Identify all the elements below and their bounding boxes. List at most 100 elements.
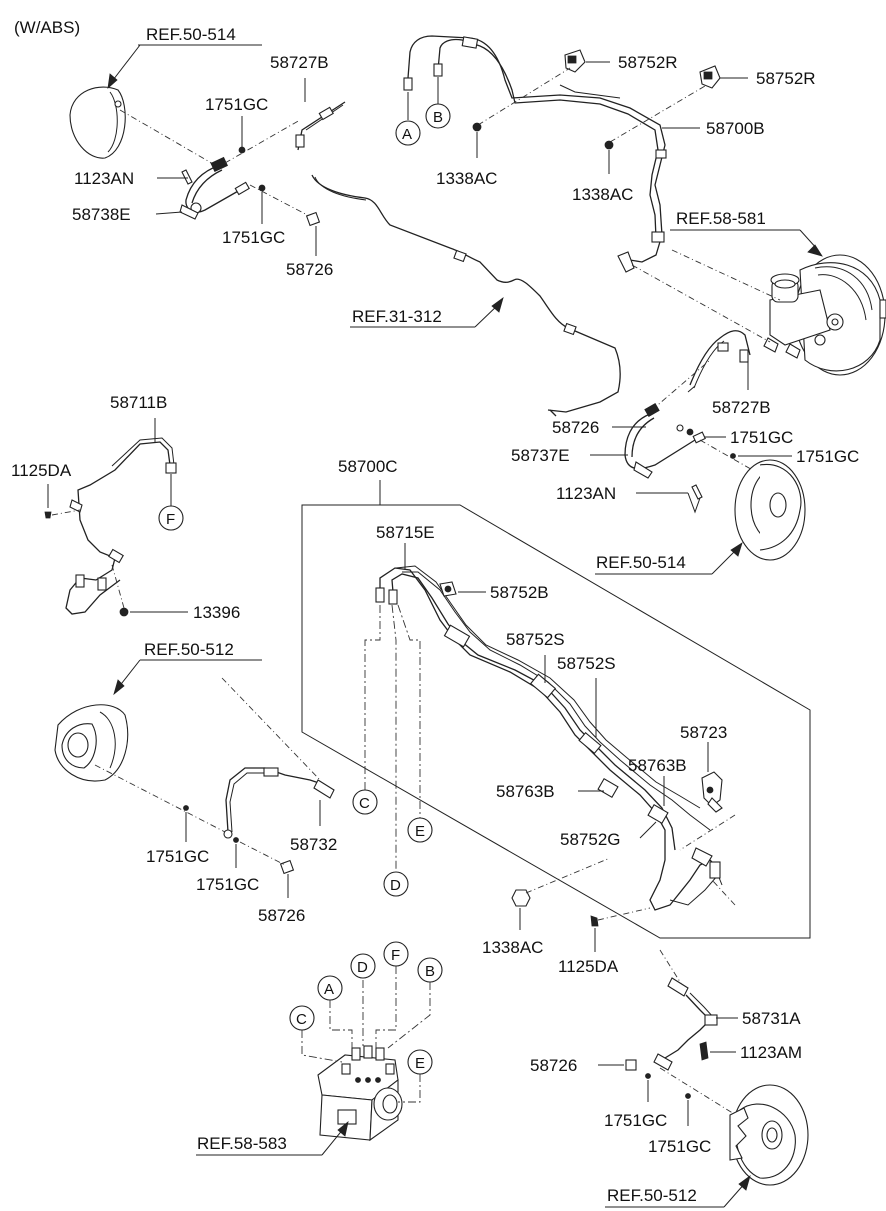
ref-50-512-bottom-label: REF.50-512 (607, 1186, 697, 1205)
connector-d-mid (383, 871, 409, 897)
p1751gc-g-label: 1751GC (604, 1111, 667, 1130)
p1338ac-c-label: 1338AC (482, 938, 543, 957)
rear-left-brake-hose-58732 (183, 767, 335, 875)
p1338ac-b-label: 1338AC (572, 185, 633, 204)
p1751gc-h-label: 1751GC (648, 1137, 711, 1156)
p58763b-b-label: 58763B (628, 756, 687, 775)
connector-e-mid (407, 817, 433, 843)
p58726-d-label: 58726 (530, 1056, 577, 1075)
p58727b-top-label: 58727B (270, 53, 329, 72)
bolt-1125da-left-icon (44, 511, 52, 519)
connector-b-bottom (417, 957, 443, 983)
brake-pipe-bundle-58700c (375, 565, 723, 911)
p58752g-label: 58752G (560, 830, 621, 849)
front-right-brake-pipe-end (687, 330, 751, 393)
connector-c-mid (352, 789, 378, 815)
connector-d-bottom (350, 953, 376, 979)
connector-f-bottom-letter: F (391, 947, 400, 964)
rear-left-brake-backing-plate (54, 704, 129, 782)
connector-d-mid-letter: D (390, 877, 401, 894)
p1751gc-e-label: 1751GC (146, 847, 209, 866)
washer-1751gc-d (730, 453, 736, 459)
p58726-b-label: 58726 (552, 418, 599, 437)
connector-f-left-letter: F (166, 511, 175, 528)
connector-b-top (425, 103, 451, 129)
connector-e-bottom (407, 1049, 433, 1075)
front-left-brake-hose (179, 146, 266, 220)
nut-1338ac-c (511, 889, 531, 907)
connector-e-bottom-letter: E (415, 1055, 425, 1072)
p58752s-a-label: 58752S (506, 630, 565, 649)
connector-a-top (395, 120, 421, 146)
p1751gc-c-label: 1751GC (730, 428, 793, 447)
pipe-clip-58752b (439, 581, 457, 597)
p1123an-left-label: 1123AN (74, 169, 134, 188)
ref-50-514-right-label: REF.50-514 (596, 553, 686, 572)
p58727b-right-label: 58727B (712, 398, 771, 417)
connector-f-bottom (383, 941, 409, 967)
p58715e-label: 58715E (376, 523, 435, 542)
connector-a-bottom (317, 975, 343, 1001)
bolt-1125da-right-icon (590, 915, 599, 927)
connector-f-left (158, 505, 184, 531)
connector-c-bottom-letter: C (296, 1011, 307, 1028)
p58700b-label: 58700B (706, 119, 765, 138)
p58738e-label: 58738E (72, 205, 131, 224)
ref-58-581-label: REF.58-581 (676, 209, 766, 228)
brake-pipe-front-to-rear (295, 101, 621, 417)
p58700c-label: 58700C (338, 457, 398, 476)
connector-b-top-letter: B (433, 109, 443, 126)
connector-d-bottom-letter: D (357, 959, 368, 976)
p58732-label: 58732 (290, 835, 337, 854)
rear-brake-pipe-58711b (65, 437, 177, 615)
p58752r-b-label: 58752R (756, 69, 816, 88)
ref-50-514-top-label: REF.50-514 (146, 25, 236, 44)
ref-50-512-left-label: REF.50-512 (144, 640, 234, 659)
nut-1338ac-b (604, 140, 614, 150)
p58752s-b-label: 58752S (557, 654, 616, 673)
p58737e-label: 58737E (511, 446, 570, 465)
connector-e-mid-letter: E (415, 823, 425, 840)
p1751gc-a-label: 1751GC (205, 95, 268, 114)
p1751gc-b-label: 1751GC (222, 228, 285, 247)
p1123am-label: 1123AM (740, 1043, 802, 1062)
p1751gc-d-label: 1751GC (796, 447, 859, 466)
master-cylinder-brake-pipes (403, 35, 667, 273)
p58763b-a-label: 58763B (496, 782, 555, 801)
connector-c-mid-letter: C (359, 795, 370, 812)
bleeder-screw-icon (305, 211, 321, 227)
p58726-c-label: 58726 (258, 906, 305, 925)
p58723-label: 58723 (680, 723, 727, 742)
front-right-brake-hose (624, 402, 706, 500)
p58711b-label: 58711B (110, 393, 167, 412)
p1338ac-a-label: 1338AC (436, 169, 497, 188)
p58726-a-label: 58726 (286, 260, 333, 279)
connector-b-bottom-letter: B (425, 963, 435, 980)
p58752b-label: 58752B (490, 583, 549, 602)
front-left-brake-disc-shield (69, 86, 126, 159)
master-cylinder-booster (763, 254, 886, 376)
p1125da-right-label: 1125DA (558, 957, 619, 976)
ref-58-583-label: REF.58-583 (197, 1134, 287, 1153)
connector-c-bottom (289, 1005, 315, 1031)
pipe-clip-58752r-a (564, 49, 586, 73)
front-right-brake-disc (734, 459, 806, 561)
p1123an-right-label: 1123AN (556, 484, 616, 503)
p1125da-left-label: 1125DA (11, 461, 72, 480)
assembly-box-58700c (301, 504, 811, 939)
ref-31-312-label: REF.31-312 (352, 307, 442, 326)
pipe-clip-58752r-b (699, 65, 721, 89)
header-title: (W/ABS) (14, 18, 80, 37)
connector-a-top-letter: A (402, 126, 412, 143)
rear-right-brake-disc (729, 1084, 809, 1186)
p13396-label: 13396 (193, 603, 240, 622)
connector-a-bottom-letter: A (324, 981, 334, 998)
p58752r-a-label: 58752R (618, 53, 678, 72)
abs-hydraulic-unit (317, 1045, 403, 1142)
nut-13396 (119, 607, 129, 617)
p1751gc-f-label: 1751GC (196, 875, 259, 894)
p58731a-label: 58731A (742, 1009, 801, 1028)
nut-1338ac-a (472, 122, 482, 132)
bracket-58723 (701, 771, 723, 813)
